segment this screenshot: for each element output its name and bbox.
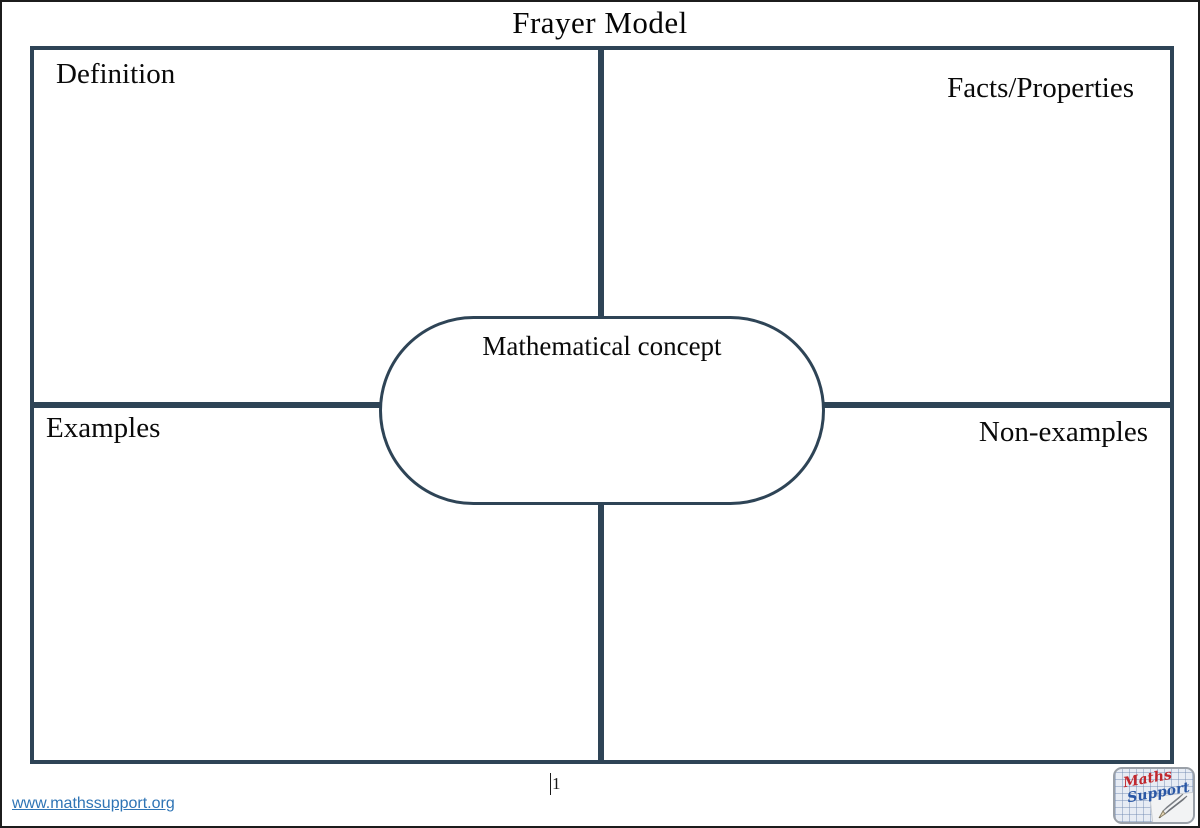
center-oval-label: Mathematical concept [482, 331, 722, 361]
pencil-icon [1158, 794, 1188, 819]
page-number-value: 1 [552, 774, 561, 793]
frayer-grid: Definition Facts/Properties Examples Non… [30, 46, 1174, 764]
page-number: 1 [550, 773, 561, 795]
quadrant-label-definition: Definition [56, 58, 176, 90]
quadrant-label-non-examples: Non-examples [978, 416, 1148, 448]
center-oval: Mathematical concept [379, 316, 825, 505]
website-link[interactable]: www.mathssupport.org [12, 795, 175, 812]
maths-support-logo: Maths Support [1113, 767, 1195, 824]
quadrant-label-examples: Examples [46, 412, 161, 444]
page-title: Frayer Model [512, 5, 688, 40]
quadrant-label-facts-properties: Facts/Properties [947, 72, 1134, 104]
text-cursor [550, 773, 551, 795]
